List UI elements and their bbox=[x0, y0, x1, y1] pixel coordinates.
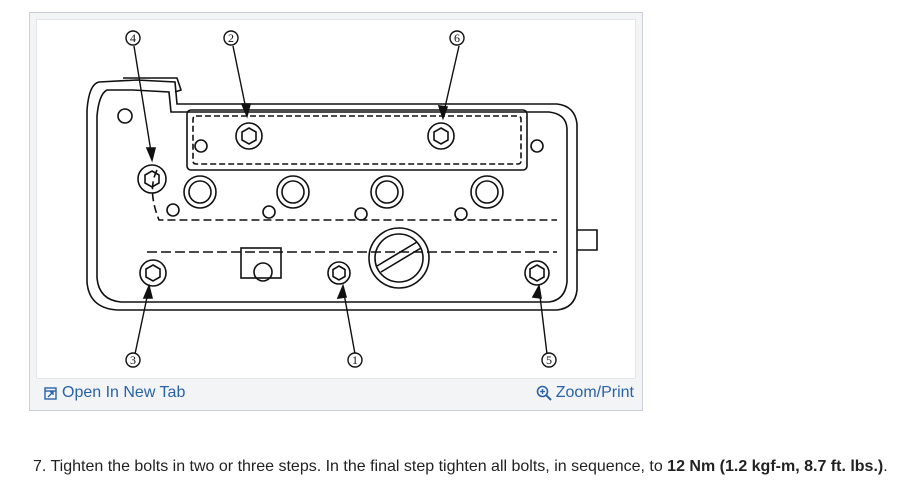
zoom-print-link[interactable]: Zoom/Print bbox=[536, 384, 634, 402]
oil-filler-cap-inner bbox=[374, 233, 424, 283]
cover-outline bbox=[86, 79, 578, 311]
arrowhead-5 bbox=[531, 283, 542, 299]
cover-inner-outline bbox=[96, 89, 568, 303]
callout-4: 4 bbox=[125, 30, 141, 46]
open-new-tab-icon bbox=[42, 385, 58, 401]
plug-boss-1 bbox=[183, 175, 217, 209]
callout-5-label: 5 bbox=[546, 353, 552, 367]
leader-6 bbox=[442, 45, 460, 117]
open-in-new-tab-link[interactable]: Open In New Tab bbox=[42, 384, 185, 402]
step-instruction-end: . bbox=[883, 458, 888, 475]
arrowhead-1 bbox=[336, 283, 348, 299]
cover-tab bbox=[577, 229, 598, 251]
small-hole bbox=[354, 207, 368, 221]
bolt-6 bbox=[427, 122, 455, 150]
cover-ear bbox=[123, 77, 183, 93]
leader-5 bbox=[538, 287, 548, 355]
valve-cover-drawing: 1 2 3 4 5 bbox=[86, 30, 598, 368]
small-hole bbox=[117, 108, 133, 124]
breather-hole bbox=[253, 262, 273, 282]
oil-filler-cap bbox=[368, 227, 430, 289]
plug-boss-3-inner bbox=[375, 180, 399, 204]
leader-2 bbox=[232, 45, 248, 115]
plug-boss-3 bbox=[370, 175, 404, 209]
bolt-4 bbox=[137, 164, 167, 194]
bolt-1 bbox=[327, 261, 351, 285]
callout-1-label: 1 bbox=[352, 353, 358, 367]
callout-2: 2 bbox=[223, 30, 239, 46]
upper-panel bbox=[186, 109, 528, 171]
plug-boss-2 bbox=[276, 175, 310, 209]
oil-cap-grip bbox=[376, 241, 422, 273]
zoom-print-label: Zoom/Print bbox=[555, 384, 634, 401]
torque-spec: 12 Nm (1.2 kgf-m, 8.7 ft. lbs.) bbox=[667, 458, 884, 475]
mid-ridge bbox=[151, 169, 557, 221]
plug-boss-2-inner bbox=[281, 180, 305, 204]
upper-panel-inner bbox=[192, 115, 522, 165]
small-hole bbox=[454, 207, 468, 221]
step-instruction: 7. Tighten the bolts in two or three ste… bbox=[33, 458, 888, 476]
bolt-2 bbox=[235, 122, 263, 150]
leader-1 bbox=[342, 287, 356, 355]
bolt-5 bbox=[524, 260, 550, 286]
callout-6-label: 6 bbox=[454, 31, 460, 45]
bolt-3 bbox=[139, 259, 167, 287]
plug-boss-4 bbox=[470, 175, 504, 209]
small-hole bbox=[262, 205, 276, 219]
plug-boss-4-inner bbox=[475, 180, 499, 204]
small-hole bbox=[194, 139, 208, 153]
figure-frame: 1 2 3 4 5 bbox=[29, 12, 643, 411]
callout-6: 6 bbox=[449, 30, 465, 46]
callout-4-label: 4 bbox=[130, 31, 136, 45]
leader-3 bbox=[134, 287, 150, 355]
small-hole bbox=[166, 203, 180, 217]
callout-2-label: 2 bbox=[228, 31, 234, 45]
arrowhead-3 bbox=[142, 283, 154, 299]
breather-boss bbox=[240, 247, 282, 279]
plug-boss-1-inner bbox=[188, 180, 212, 204]
arrowhead-4 bbox=[145, 147, 157, 163]
valve-cover-diagram: 1 2 3 4 5 bbox=[36, 19, 636, 379]
arrowhead-2 bbox=[240, 103, 252, 119]
callout-3-label: 3 bbox=[130, 353, 136, 367]
callout-1: 1 bbox=[347, 352, 363, 368]
small-hole bbox=[530, 139, 544, 153]
magnifier-plus-icon bbox=[536, 385, 552, 401]
callout-5: 5 bbox=[541, 352, 557, 368]
leader-4 bbox=[133, 45, 153, 159]
figure-toolbar: Open In New Tab Zoom/Print bbox=[36, 381, 636, 407]
arrowhead-6 bbox=[437, 105, 449, 121]
step-instruction-text: 7. Tighten the bolts in two or three ste… bbox=[33, 458, 668, 475]
open-in-new-tab-label: Open In New Tab bbox=[62, 384, 186, 401]
callout-3: 3 bbox=[125, 352, 141, 368]
